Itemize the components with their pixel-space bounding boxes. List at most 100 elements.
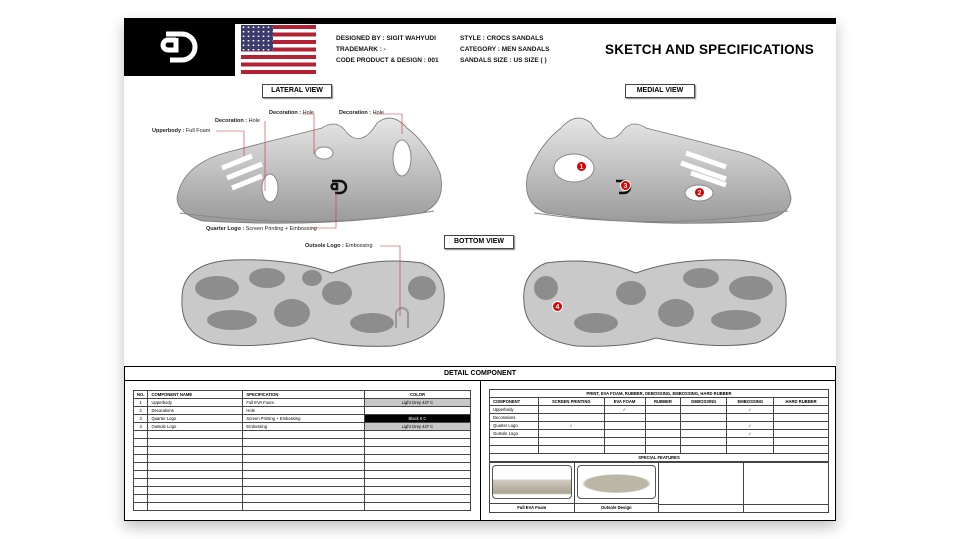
annotation-quarter-logo: Quarter Logo : Screen Printing + Embossi…: [206, 226, 317, 232]
table-cell: HARD RUBBER: [773, 397, 829, 406]
table-cell: [773, 405, 829, 414]
table-cell: Embossing: [343, 243, 373, 249]
table-cell: Upperbody: [488, 405, 540, 414]
table-cell: 4: [132, 422, 149, 431]
table-cell: Full Foam: [184, 128, 211, 134]
table-cell: [364, 406, 471, 415]
style: STYLE : CROCS SANDALS: [460, 35, 544, 42]
annotation-upperbody: Upperbody : Full Foam: [152, 128, 210, 134]
table-row: Upperbody✓✓: [488, 405, 829, 414]
table-cell: [644, 421, 682, 430]
brand-logo: [124, 18, 235, 76]
annotation-leader-lines: [216, 113, 403, 316]
top-bar: [124, 18, 836, 24]
table-row: Quarter Logo✓✓: [488, 421, 829, 430]
outsole-right-sketch: [523, 259, 787, 347]
callout-badge-4: 4: [552, 301, 563, 312]
table-cell: SCREEN PRINTING: [538, 397, 605, 406]
table-cell: Outsole Logo :: [305, 243, 344, 249]
table-cell: COLOR: [364, 390, 471, 399]
table-cell: [644, 413, 682, 422]
table-cell: Outsole Logo: [488, 429, 540, 438]
outsole-logo-icon: [395, 307, 409, 328]
table-cell: [644, 429, 682, 438]
table-cell: EVA FOAM: [603, 397, 646, 406]
table-cell: Outsole Design: [574, 503, 658, 512]
table-cell: [726, 413, 775, 422]
table-cell: Outsole Logo: [147, 422, 244, 431]
callout-badge-1: 1: [576, 161, 587, 172]
table-cell: Embossing: [242, 422, 365, 431]
table-row: Outsole Logo ✓: [488, 429, 829, 438]
table-cell: Black 6 C: [364, 414, 471, 423]
table-cell: Upperbody: [147, 398, 244, 407]
medial-view-label: MEDIAL VIEW: [625, 84, 695, 98]
special-features: Full EVA Foam Outsole Design: [489, 462, 829, 513]
table-cell: Decorations: [147, 406, 244, 415]
table-cell: RUBBER: [644, 397, 682, 406]
sandal-size: SANDALS SIZE : US SIZE ( ): [460, 57, 547, 64]
annotation-decoration-2: Decoration : Hole: [269, 110, 314, 116]
lateral-shoe-sketch: [176, 117, 442, 224]
us-flag: [241, 25, 316, 74]
table-cell: Decoration :: [339, 110, 372, 116]
process-title: PRINT, EVA FOAM, RUBBER, DEBOSSING, EMBO…: [489, 389, 829, 398]
table-cell: [603, 429, 646, 438]
special-features-title: SPECIAL FEATURES: [489, 453, 829, 462]
table-cell: [644, 405, 682, 414]
table-cell: [680, 405, 728, 414]
table-cell: Decorations: [488, 413, 540, 422]
table-cell: ✓: [603, 405, 646, 414]
table-cell: DEBOSSING: [680, 397, 728, 406]
outsole-left-sketch: [181, 259, 445, 347]
table-cell: Hole: [301, 110, 314, 116]
feature-photo-upper: [492, 465, 572, 499]
table-cell: [773, 429, 829, 438]
table-cell: Hole: [242, 406, 365, 415]
trademark: TRADEMARK : -: [336, 46, 386, 53]
table-cell: 2: [132, 406, 149, 415]
table-cell: 1: [132, 398, 149, 407]
table-cell: Quarter Logo: [147, 414, 244, 423]
table-cell: [603, 413, 646, 422]
annotation-outsole-logo: Outsole Logo : Embossing: [305, 243, 373, 249]
product-code: CODE PRODUCT & DESIGN : 001: [336, 57, 439, 64]
bottom-view-label: BOTTOM VIEW: [444, 235, 514, 249]
table-cell: Full EVA Foam: [242, 398, 365, 407]
table-cell: Light Grey 427 C: [364, 422, 471, 431]
table-cell: [680, 421, 728, 430]
table-cell: ✓: [726, 429, 775, 438]
table-cell: 3: [132, 414, 149, 423]
table-cell: Screen Printing + Embossing: [242, 414, 365, 423]
table-cell: [773, 421, 829, 430]
table-cell: ✓: [726, 421, 775, 430]
table-cell: NO.: [132, 390, 149, 399]
table-cell: Hole: [371, 110, 384, 116]
lateral-view-label: LATERAL VIEW: [262, 84, 332, 98]
callout-badge-2: 2: [694, 187, 705, 198]
table-cell: COMPONENT: [488, 397, 540, 406]
table-cell: EMBOSSING: [726, 397, 775, 406]
page-title: SKETCH AND SPECIFICATIONS: [605, 42, 815, 57]
callout-badge-3: 3: [620, 180, 631, 191]
table-cell: Hole: [247, 118, 260, 124]
table-row: Decorations: [488, 413, 829, 422]
category: CATEGORY : MEN SANDALS: [460, 46, 550, 53]
table-cell: ✓: [538, 421, 605, 430]
table-cell: SPECIFICATION: [242, 390, 365, 399]
table-cell: [680, 429, 728, 438]
table-cell: Quarter Logo :: [206, 226, 245, 232]
table-cell: [538, 413, 605, 422]
table-cell: Decoration :: [269, 110, 302, 116]
table-cell: [538, 405, 605, 414]
spec-sheet: DESIGNED BY : SIGIT WAHYUDI TRADEMARK : …: [124, 18, 836, 521]
table-cell: Decoration :: [215, 118, 248, 124]
table-cell: COMPONENT NAME: [147, 390, 244, 399]
annotation-decoration-3: Decoration : Hole: [339, 110, 384, 116]
annotation-decoration-1: Decoration : Hole: [215, 118, 260, 124]
